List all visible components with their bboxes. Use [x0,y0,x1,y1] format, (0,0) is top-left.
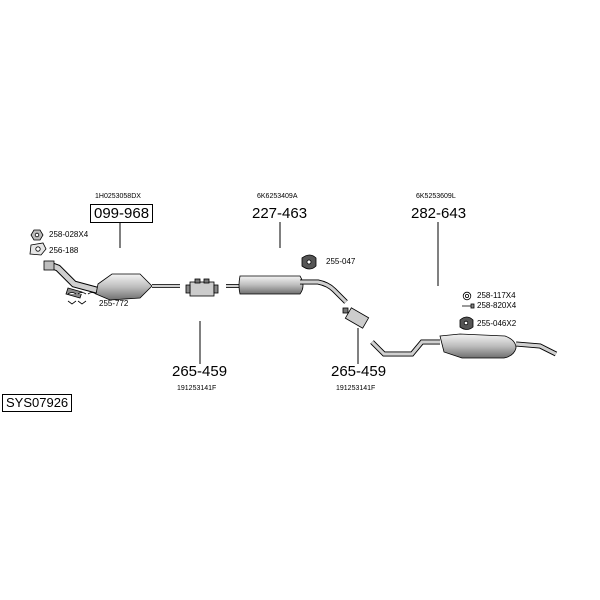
part-number-link[interactable]: 265-459 [331,363,387,380]
part-oe-number: 1H0253058DX [95,193,141,200]
part-oe-number: 6K6253409A [257,193,298,200]
fitting-code-link[interactable]: 255-047 [326,257,356,266]
nut-icon [30,229,44,241]
part-number-link[interactable]: 265-459 [172,363,228,380]
ring-icon [462,291,472,301]
part-oe-number: 191253141F [336,385,376,392]
part-number-link[interactable]: 282-643 [411,205,467,222]
bolt-icon [462,303,475,309]
clamp-part-2 [342,307,370,329]
rear-silencer-part [370,333,558,359]
fitting-code-link[interactable]: 255-046X2 [477,319,517,328]
fitting-code-link[interactable]: 256-188 [49,246,79,255]
fitting-code-link[interactable]: 258-820X4 [477,301,517,310]
diagram-id-label: SYS07926 [2,394,73,413]
part-number-link[interactable]: 099-968 [90,204,154,223]
clamp-part-1 [185,278,219,297]
part-number-link[interactable]: 227-463 [252,205,308,222]
middle-silencer-part [226,275,348,304]
fitting-code-link[interactable]: 258-117X4 [477,291,516,300]
bracket-icon [67,292,97,305]
fitting-code-link[interactable]: 258-028X4 [49,230,89,239]
part-oe-number: 6K5253609L [416,193,456,200]
rubber-hanger-icon [301,254,317,270]
rubber-hanger-icon [459,316,474,330]
gasket-icon [29,242,47,256]
fitting-code-link[interactable]: 255-772 [99,299,129,308]
leader-lines [119,222,439,364]
part-oe-number: 191253141F [177,385,217,392]
catalytic-converter-part [43,260,180,301]
